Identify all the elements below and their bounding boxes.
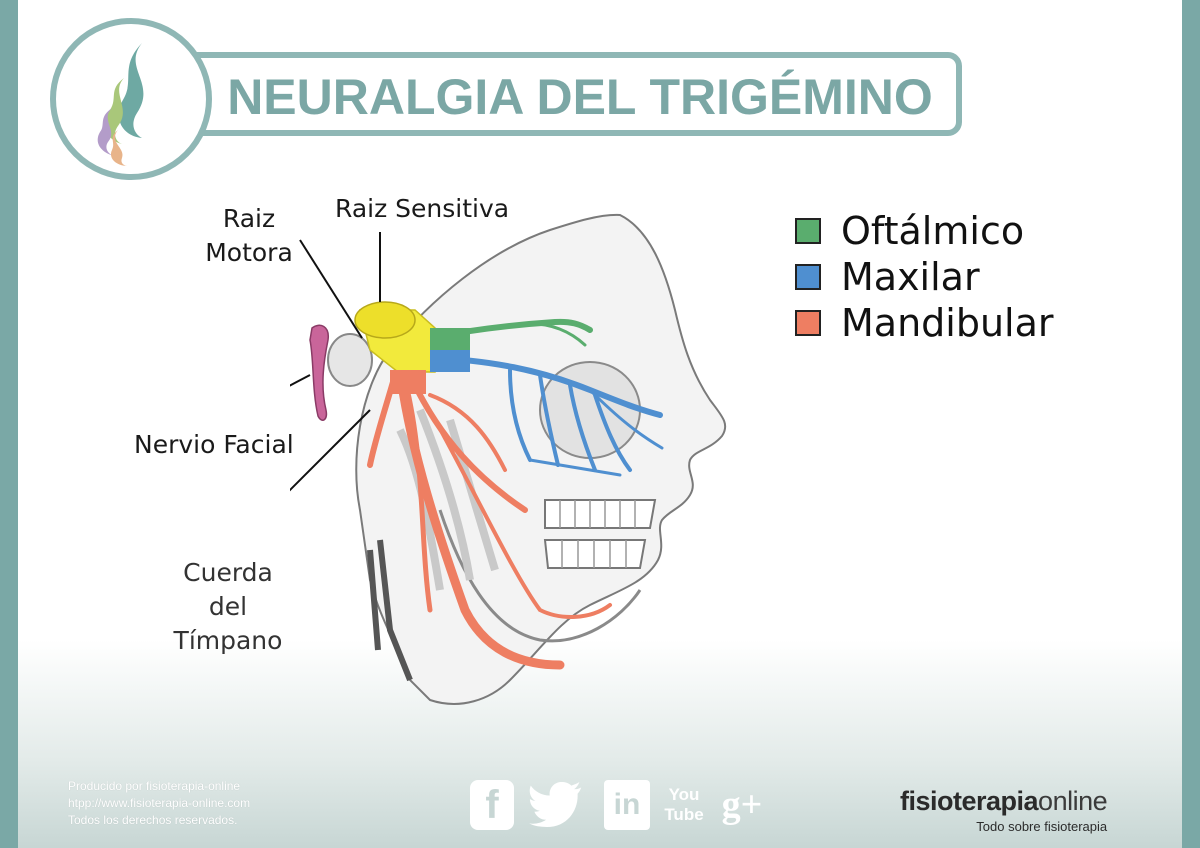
legend-swatch-oftalmico <box>795 218 821 244</box>
label-raiz-motora-line1: Raiz <box>222 204 276 233</box>
legend: Oftálmico Maxilar Mandibular <box>795 208 1054 346</box>
flame-logo-icon <box>97 43 144 166</box>
label-cuerda-del-timpano: Cuerda del Tímpano <box>168 556 288 658</box>
footer-credits: Producido por fisioterapia-online htpp:/… <box>68 778 250 829</box>
facial-nerve <box>309 324 329 421</box>
google-plus-glyph: g+ <box>721 784 763 826</box>
facebook-icon[interactable]: f <box>470 780 514 830</box>
ear-structure <box>327 333 373 387</box>
legend-swatch-maxilar <box>795 264 821 290</box>
linkedin-icon[interactable]: in <box>604 780 650 830</box>
label-cuerda-line1: Cuerda <box>183 558 273 587</box>
label-nervio-facial: Nervio Facial <box>134 430 294 459</box>
linkedin-glyph: in <box>613 788 641 821</box>
legend-label-maxilar: Maxilar <box>841 255 980 299</box>
leader-cuerda-timpano <box>290 409 371 492</box>
brand-name: fisioterapiaonline <box>900 786 1108 817</box>
twitter-icon[interactable] <box>528 780 590 830</box>
label-cuerda-line3: Tímpano <box>173 626 283 655</box>
upper-teeth <box>544 499 657 529</box>
sensory-root-bulb <box>354 301 416 339</box>
label-raiz-sensitiva: Raiz Sensitiva <box>335 194 510 223</box>
title-banner <box>150 52 962 136</box>
legend-item-maxilar: Maxilar <box>795 254 1054 300</box>
leader-raiz-motora <box>299 239 363 339</box>
credit-produced-by: Producido por fisioterapia-online <box>68 779 241 793</box>
brand-name-light: online <box>1038 786 1108 816</box>
facebook-glyph: f <box>485 782 499 827</box>
lower-teeth <box>543 539 647 569</box>
credit-rights: Todos los derechos reservados. <box>68 813 238 827</box>
label-cuerda-line2: del <box>208 592 248 621</box>
legend-label-mandibular: Mandibular <box>841 301 1054 345</box>
label-raiz-motora: Raiz Motora <box>196 202 302 270</box>
legend-label-oftalmico: Oftálmico <box>841 209 1025 253</box>
vessels <box>367 539 413 682</box>
maxillary-nerve <box>427 355 664 477</box>
youtube-icon[interactable]: You Tube <box>664 780 704 830</box>
brand-name-bold: fisioterapia <box>900 786 1039 816</box>
brand-tagline: Todo sobre fisioterapia <box>976 819 1108 834</box>
mandible <box>438 509 642 643</box>
logo-badge <box>50 18 212 180</box>
legend-swatch-mandibular <box>795 310 821 336</box>
twitter-bird-icon <box>529 782 582 827</box>
brand-logo[interactable]: fisioterapiaonline Todo sobre fisioterap… <box>900 786 1108 834</box>
leader-nervio-facial <box>290 374 311 387</box>
trigeminal-anatomy-illustration <box>290 213 727 705</box>
label-raiz-motora-line2: Motora <box>205 238 293 267</box>
social-icons: f in You Tube g+ <box>470 780 766 830</box>
page-title: NEURALGIA DEL TRIGÉMINO <box>227 69 933 125</box>
google-plus-icon[interactable]: g+ <box>718 780 766 830</box>
youtube-glyph: You Tube <box>664 785 704 824</box>
legend-item-mandibular: Mandibular <box>795 300 1054 346</box>
credit-website[interactable]: htpp://www.fisioterapia-online.com <box>68 796 251 810</box>
legend-item-oftalmico: Oftálmico <box>795 208 1054 254</box>
